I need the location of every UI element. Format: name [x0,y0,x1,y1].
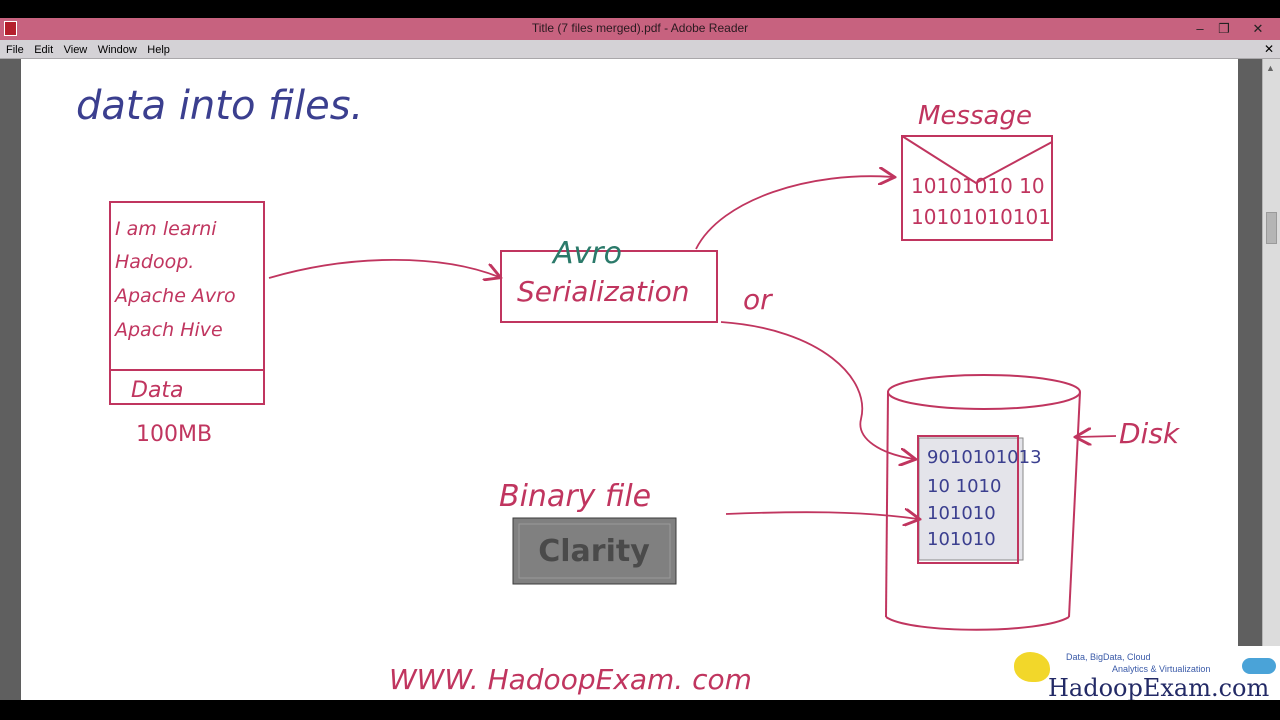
menu-file[interactable]: File [6,44,24,56]
cloud-icon [1242,658,1276,674]
arrow-disk-label [1077,436,1117,437]
serialization-label: Serialization [517,275,690,308]
website-label: WWW. HadoopExam. com [389,663,752,696]
bottom-strip [0,700,1280,720]
serialization-box [500,250,718,323]
logo-brand: HadoopExam.com [1048,674,1270,702]
message-envelope [901,135,1053,241]
logo-tagline-2: Analytics & Virtualization [1112,664,1211,674]
minimize-button[interactable]: – [1196,21,1204,36]
disk-top [887,374,1081,410]
menu-edit[interactable]: Edit [34,44,54,56]
disk-right-side [1068,391,1081,618]
adobe-reader-icon [4,21,17,36]
data-line-2: Hadoop. [115,251,194,273]
arrow-binary-to-disk [725,512,918,519]
arrow-serializer-to-disk [720,321,914,459]
data-size: 100MB [136,422,212,447]
pdf-page: data into files. I am learni Hadoop. Apa… [21,59,1238,700]
handwritten-diagram: data into files. I am learni Hadoop. Apa… [76,83,1181,696]
disk-binary-border [917,435,1019,564]
binary-file-label: Binary file [499,479,651,514]
scroll-up-arrow-icon[interactable]: ▲ [1266,63,1275,73]
data-label: Data [131,378,184,403]
elephant-icon [1014,652,1050,682]
clarity-stamp [512,517,677,585]
disk-row-2: 10 1010 [927,476,1001,497]
close-document-button[interactable]: ✕ [1263,42,1274,56]
data-box [109,201,265,405]
disk-label: Disk [1119,417,1181,450]
disk-left-side [885,391,889,618]
clarity-stamp-inner [518,523,671,579]
arrow-data-to-serializer [268,258,499,278]
data-line-1: I am learni [115,218,217,240]
avro-label: Avro [551,236,622,271]
message-row-1: 10101010 10 [911,174,1045,198]
message-row-2: 10101010101 [911,205,1051,229]
hadoopexam-logo: Data, BigData, Cloud Analytics & Virtual… [1010,646,1280,702]
left-gutter [0,59,21,700]
disk-bottom [885,616,1070,631]
menu-window[interactable]: Window [97,44,137,56]
page-heading: data into files. [76,83,363,129]
data-line-3: Apache Avro [113,285,236,307]
disk-row-4: 101010 [927,529,996,550]
or-label: or [743,283,773,316]
disk-row-3: 101010 [927,503,996,524]
menu-view[interactable]: View [63,44,88,56]
data-line-4: Apach Hive [113,319,223,341]
disk-row-1: 9010101013 [927,447,1042,468]
close-button[interactable]: ✕ [1252,21,1264,36]
menu-help[interactable]: Help [147,44,170,56]
title-bar[interactable]: Title (7 files merged).pdf - Adobe Reade… [0,18,1280,40]
logo-tagline-1: Data, BigData, Cloud [1066,652,1151,662]
message-title: Message [918,101,1032,131]
app-window: Title (7 files merged).pdf - Adobe Reade… [0,18,1280,700]
window-title: Title (7 files merged).pdf - Adobe Reade… [531,21,749,35]
envelope-flap [901,135,1053,185]
right-gutter [1238,59,1262,700]
menu-bar: File Edit View Window Help ✕ [0,40,1280,59]
arrow-serializer-to-message [695,176,893,250]
restore-button[interactable]: ❐ [1218,21,1230,36]
scrollbar-thumb[interactable] [1266,212,1277,244]
vertical-scrollbar[interactable]: ▲ [1262,59,1280,700]
clarity-stamp-text: Clarity [538,534,650,569]
